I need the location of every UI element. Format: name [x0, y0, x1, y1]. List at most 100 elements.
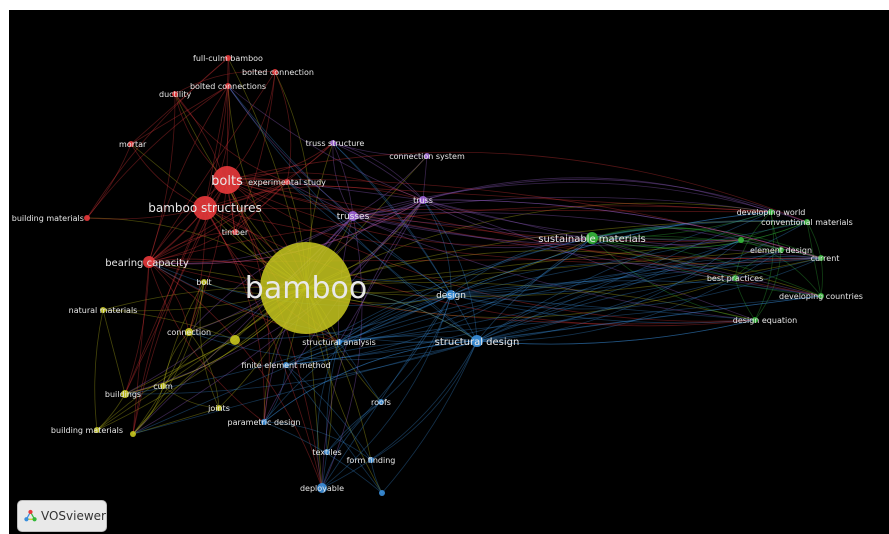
edge-line [450, 257, 822, 296]
node-structural-analysis[interactable] [336, 339, 342, 345]
node-bearing-capacity[interactable] [143, 256, 155, 268]
label-trusses[interactable]: trusses [337, 212, 370, 222]
node-best-practices[interactable] [732, 275, 738, 281]
node-developing-countries[interactable] [818, 293, 824, 299]
label-bamboo-structures[interactable]: bamboo structures [148, 201, 261, 215]
node-bamboo[interactable] [260, 242, 352, 334]
node-buildings[interactable] [121, 390, 129, 398]
label-joints[interactable]: joints [207, 404, 230, 413]
node-element-design[interactable] [778, 247, 784, 253]
node-bolts[interactable] [213, 166, 241, 194]
node-green-building-materials[interactable] [84, 215, 90, 221]
label-building-materials[interactable]: building materials [51, 426, 123, 435]
label-truss[interactable]: truss [413, 196, 433, 205]
label-design-equation[interactable]: design equation [733, 316, 797, 325]
node-timber[interactable] [232, 229, 238, 235]
label-culm[interactable]: culm [153, 382, 173, 391]
node-bolted-connection[interactable] [272, 69, 278, 75]
node-joints[interactable] [216, 405, 222, 411]
label-structural-analysis[interactable]: structural analysis [302, 338, 376, 347]
node-structural-design[interactable] [471, 335, 483, 347]
label-roofs[interactable]: roofs [371, 398, 391, 407]
label-bearing-capacity[interactable]: bearing capacity [105, 258, 189, 269]
edge-line [234, 181, 288, 233]
label-best-practices[interactable]: best practices [707, 274, 763, 283]
node-connection[interactable] [185, 328, 193, 336]
node-unlabeled-blue[interactable] [379, 490, 385, 496]
node-culm[interactable] [160, 383, 166, 389]
node-unlabeled-yellow2[interactable] [130, 431, 136, 437]
node-natural-materials[interactable] [100, 307, 106, 313]
node-form-finding[interactable] [368, 457, 374, 463]
node-bolt[interactable] [201, 279, 207, 285]
label-current[interactable]: current [811, 254, 840, 263]
label-green-building-materials[interactable]: green building materials [9, 214, 84, 223]
node-mortar[interactable] [128, 141, 134, 147]
edge-line [476, 249, 782, 342]
node-unlabeled-yellow[interactable] [230, 335, 240, 345]
node-sustainable-materials[interactable] [586, 232, 598, 244]
network-map[interactable]: bamboo bolts bamboo structures bearing capa… [9, 10, 889, 534]
label-developing-countries[interactable]: developing countries [779, 292, 863, 301]
label-parametric-design[interactable]: parametric design [227, 418, 300, 427]
node-connection-system[interactable] [424, 153, 430, 159]
label-conventional-materials[interactable]: conventional materials [761, 218, 853, 227]
label-design[interactable]: design [436, 291, 466, 301]
node-textiles[interactable] [324, 449, 330, 455]
label-mortar[interactable]: mortar [119, 140, 147, 149]
label-finite-element-method[interactable]: finite element method [241, 361, 330, 370]
node-full-culm-bamboo[interactable] [225, 55, 231, 61]
node-unlabeled-green[interactable] [738, 237, 744, 243]
network-canvas[interactable]: bamboo bolts bamboo structures bearing capa… [9, 10, 889, 534]
node-design[interactable] [446, 290, 456, 300]
label-truss-structure[interactable]: truss structure [306, 139, 365, 148]
node-building-materials[interactable] [94, 427, 100, 433]
edge-line [422, 199, 742, 241]
node-finite-element-method[interactable] [283, 362, 289, 368]
node-truss[interactable] [419, 196, 427, 204]
edge-line [285, 257, 822, 366]
node-roofs[interactable] [378, 399, 384, 405]
edge-line [132, 385, 164, 435]
label-developing-world[interactable]: developing world [737, 208, 806, 217]
node-bolted-connections[interactable] [225, 83, 231, 89]
label-structural-design[interactable]: structural design [435, 337, 520, 348]
vosviewer-logo-button[interactable]: VOSviewer [17, 500, 107, 532]
label-element-design[interactable]: element design [750, 246, 812, 255]
edge-line [450, 221, 808, 296]
node-deployable[interactable] [317, 483, 327, 493]
label-connection-system[interactable]: connection system [389, 152, 465, 161]
label-natural-materials[interactable]: natural materials [69, 306, 138, 315]
label-form-finding[interactable]: form finding [347, 456, 396, 465]
node-trusses[interactable] [348, 211, 358, 221]
label-buildings[interactable]: buildings [105, 390, 141, 399]
label-bolt[interactable]: bolt [196, 278, 211, 287]
edge-line [148, 261, 265, 423]
label-bamboo[interactable]: bamboo [245, 271, 367, 306]
label-connection[interactable]: connection [167, 328, 211, 337]
edge-line [132, 281, 205, 435]
edge-line [450, 294, 756, 324]
node-experimental-study[interactable] [284, 179, 290, 185]
node-developing-world[interactable] [768, 209, 774, 215]
node-design-equation[interactable] [752, 317, 758, 323]
label-timber[interactable]: timber [222, 228, 249, 237]
label-bolted-connection[interactable]: bolted connection [242, 68, 314, 77]
node-conventional-materials[interactable] [804, 219, 810, 225]
node-truss-structure[interactable] [330, 140, 336, 146]
label-ductility[interactable]: ductility [159, 90, 191, 99]
label-deployable[interactable]: deployable [300, 484, 344, 493]
edge-line [734, 277, 756, 321]
label-sustainable-materials[interactable]: sustainable materials [538, 234, 645, 245]
node-parametric-design[interactable] [261, 419, 267, 425]
label-bolts[interactable]: bolts [211, 174, 243, 189]
label-bolted-connections[interactable]: bolted connections [190, 82, 266, 91]
node-ductility[interactable] [172, 91, 178, 97]
label-textiles[interactable]: textiles [312, 448, 341, 457]
edge-line [352, 155, 428, 217]
edge-line [422, 199, 822, 259]
label-full-culm-bamboo[interactable]: full-culm bamboo [193, 54, 263, 63]
label-experimental-study[interactable]: experimental study [248, 178, 326, 187]
node-current[interactable] [818, 255, 824, 261]
node-bamboo-structures[interactable] [193, 196, 217, 220]
